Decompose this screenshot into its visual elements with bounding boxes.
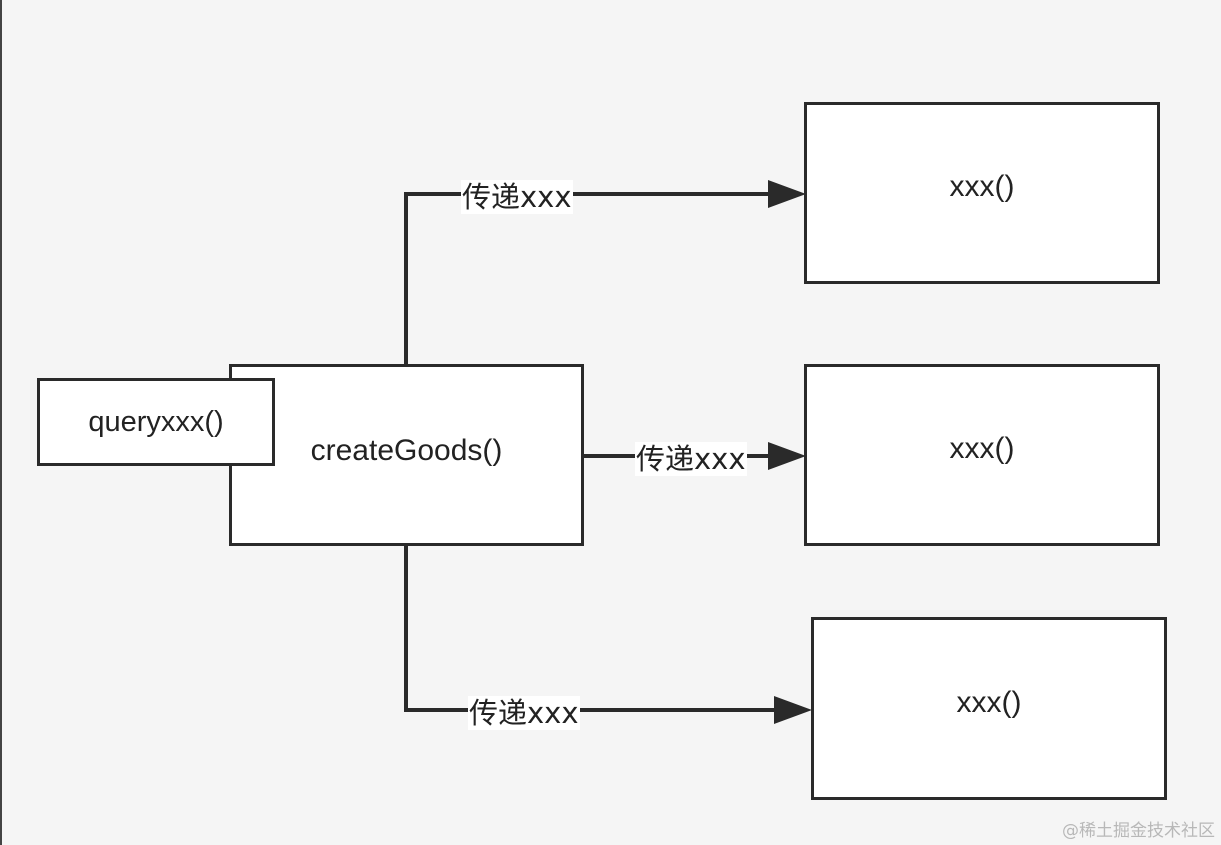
- arrowhead-bottom: [774, 696, 812, 724]
- watermark: @稀土掘金技术社区: [1062, 821, 1215, 841]
- node-query-label: queryxxx(): [88, 405, 224, 438]
- connector-bottom: [404, 545, 776, 712]
- node-target-middle-label: xxx(): [949, 432, 1015, 465]
- arrowhead-top: [768, 180, 806, 208]
- node-create-goods-label: createGoods(): [310, 434, 503, 467]
- node-target-middle: xxx(): [804, 364, 1160, 546]
- node-create-goods: createGoods(): [229, 364, 584, 546]
- node-target-top: xxx(): [804, 102, 1160, 284]
- node-query: queryxxx(): [37, 378, 275, 466]
- node-target-bottom-label: xxx(): [956, 685, 1022, 719]
- node-target-top-label: xxx(): [949, 170, 1015, 203]
- edge-label-middle: 传递xxx: [635, 442, 747, 476]
- arrowhead-middle: [768, 442, 806, 470]
- edge-label-top: 传递xxx: [461, 180, 573, 214]
- node-target-bottom: xxx(): [811, 617, 1167, 800]
- edge-label-bottom: 传递xxx: [468, 696, 580, 730]
- connector-top: [404, 192, 770, 365]
